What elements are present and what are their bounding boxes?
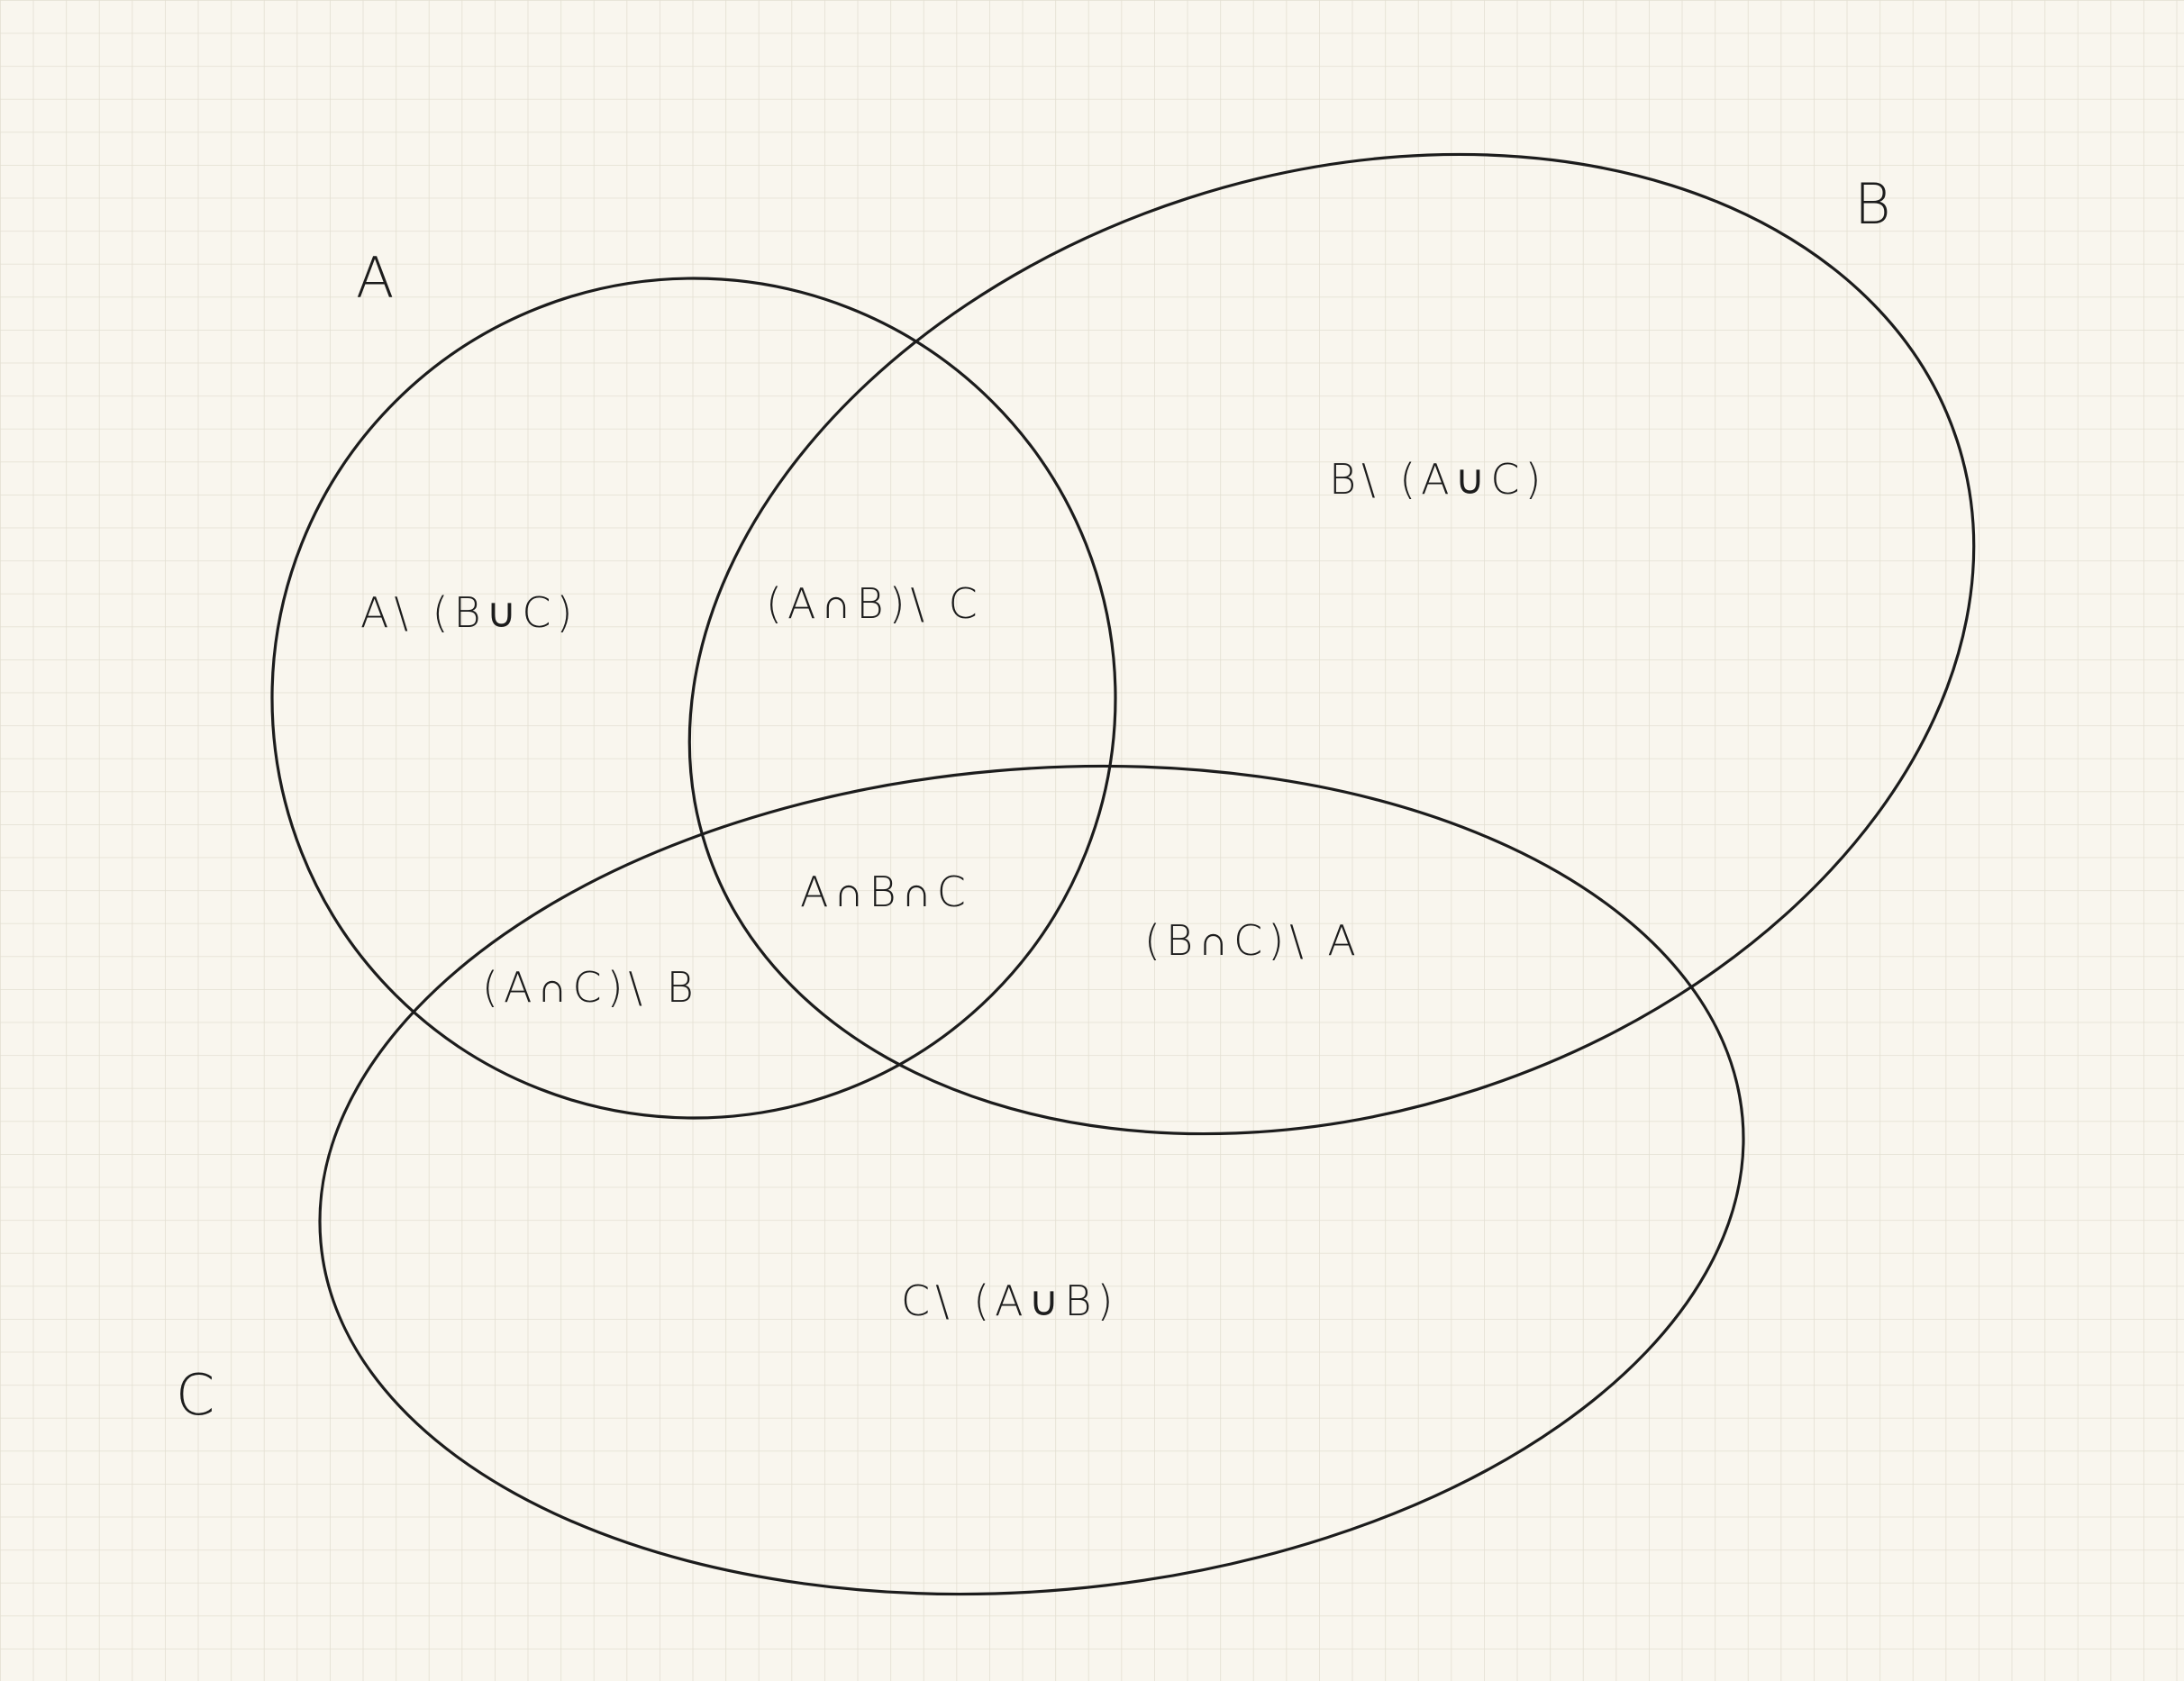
region-abc-label: A∩B∩C: [800, 868, 971, 916]
region-c-only-label: C\ (A∪B): [901, 1277, 1118, 1325]
set-c-ellipse: [318, 764, 1745, 1596]
region-b-only-label: B\ (A∪C): [1329, 455, 1546, 504]
region-ab-not-c-label: (A∩B)\ C: [766, 579, 983, 628]
set-a-label: A: [356, 245, 394, 311]
set-b-label: B: [1854, 171, 1891, 237]
region-a-only-label: A\ (B∪C): [360, 588, 578, 637]
set-b-ellipse: [687, 152, 1976, 1136]
region-ac-not-b-label: (A∩C)\ B: [482, 963, 699, 1012]
region-bc-not-a-label: (B∩C)\ A: [1144, 916, 1361, 965]
set-a-circle: [270, 277, 1117, 1120]
set-c-label: C: [176, 1362, 214, 1428]
